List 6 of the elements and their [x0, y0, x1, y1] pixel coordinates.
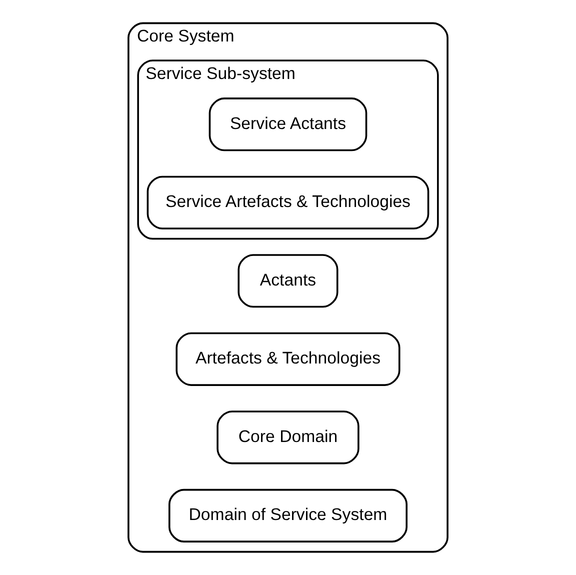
- node-box: Core Domain: [216, 410, 360, 464]
- node-box: Artefacts & Technologies: [176, 332, 400, 386]
- node-box: Service Actants: [208, 98, 368, 152]
- node-box: Domain of Service System: [168, 488, 408, 542]
- node-box: Actants: [238, 254, 338, 308]
- node-box: Service Artefacts & Technologies: [146, 176, 430, 230]
